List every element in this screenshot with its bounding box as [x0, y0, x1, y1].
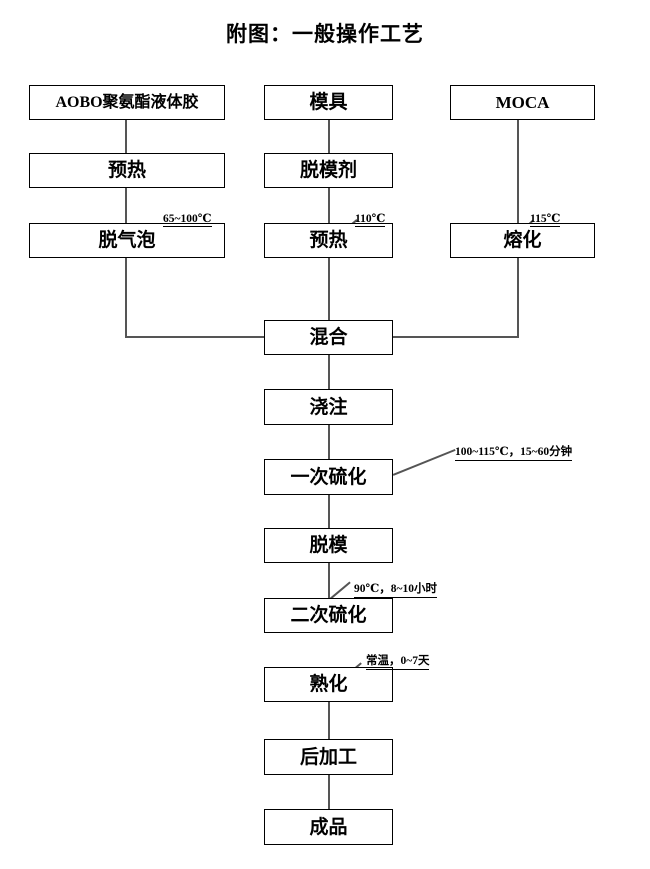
node-label: 浇注: [309, 396, 348, 418]
edge-demold-cure2: [328, 563, 330, 599]
node-release-agent[interactable]: 脱模剂: [264, 153, 393, 188]
leader-cure1: [392, 448, 456, 476]
node-preheat-middle[interactable]: 预热: [264, 223, 393, 258]
edge-preheat1-degas: [125, 188, 127, 223]
annotation-degas-temp: 65~100℃: [163, 213, 212, 227]
edge-moca-melt: [517, 120, 519, 223]
annotation-ripen-condition: 常温，0~7天: [366, 652, 430, 670]
annotation-preheat2-temp: 110℃: [355, 213, 386, 227]
node-label: AOBO聚氨酯液体胶: [55, 93, 199, 111]
edge-melt-to-mix: [393, 336, 519, 338]
annotation-melt-temp: 115℃: [530, 213, 561, 227]
node-first-vulcanization[interactable]: 一次硫化: [264, 459, 393, 495]
edge-pour-cure1: [328, 425, 330, 459]
edge-degas-down: [125, 258, 127, 337]
edge-melt-down: [517, 258, 519, 337]
node-melt[interactable]: 熔化: [450, 223, 595, 258]
node-preheat-left[interactable]: 预热: [29, 153, 225, 188]
page-title: 附图：一般操作工艺: [226, 22, 424, 46]
node-label: 二次硫化: [290, 605, 367, 626]
node-label: 熟化: [309, 674, 348, 695]
node-demold[interactable]: 脱模: [264, 528, 393, 563]
leader-cure2: [329, 581, 351, 600]
node-second-vulcanization[interactable]: 二次硫化: [264, 598, 393, 633]
node-label: MOCA: [495, 93, 550, 112]
annotation-cure2-condition: 90℃，8~10小时: [354, 580, 438, 598]
edge-release-preheat2: [328, 188, 330, 223]
annotation-cure1-condition: 100~115℃，15~60分钟: [455, 443, 573, 461]
node-degas[interactable]: 脱气泡: [29, 223, 225, 258]
node-finished-product[interactable]: 成品: [264, 809, 393, 845]
edge-ripen-postproc: [328, 702, 330, 739]
node-label: 一次硫化: [290, 466, 367, 488]
edge-preheat2-mix: [328, 258, 330, 321]
node-label: 混合: [309, 327, 348, 348]
node-label: 脱模剂: [299, 160, 357, 181]
node-label: 成品: [309, 816, 348, 838]
edge-postproc-product: [328, 775, 330, 809]
node-moca[interactable]: MOCA: [450, 85, 595, 120]
node-label: 脱模: [309, 535, 348, 556]
node-label: 预热: [107, 160, 146, 181]
node-label: 熔化: [503, 230, 542, 251]
node-label: 模具: [309, 92, 348, 113]
node-label: 后加工: [299, 746, 357, 768]
node-mold[interactable]: 模具: [264, 85, 393, 120]
node-mix[interactable]: 混合: [264, 320, 393, 355]
node-label: 预热: [309, 230, 348, 251]
edge-aobo-preheat1: [125, 120, 127, 153]
node-aobo-liquid-glue[interactable]: AOBO聚氨酯液体胶: [29, 85, 225, 120]
node-ripening[interactable]: 熟化: [264, 667, 393, 702]
node-post-processing[interactable]: 后加工: [264, 739, 393, 775]
node-label: 脱气泡: [98, 230, 156, 251]
node-pour[interactable]: 浇注: [264, 389, 393, 425]
edge-degas-to-mix: [125, 336, 265, 338]
edge-mold-release: [328, 120, 330, 153]
edge-cure1-demold: [328, 495, 330, 529]
edge-mix-pour: [328, 355, 330, 389]
